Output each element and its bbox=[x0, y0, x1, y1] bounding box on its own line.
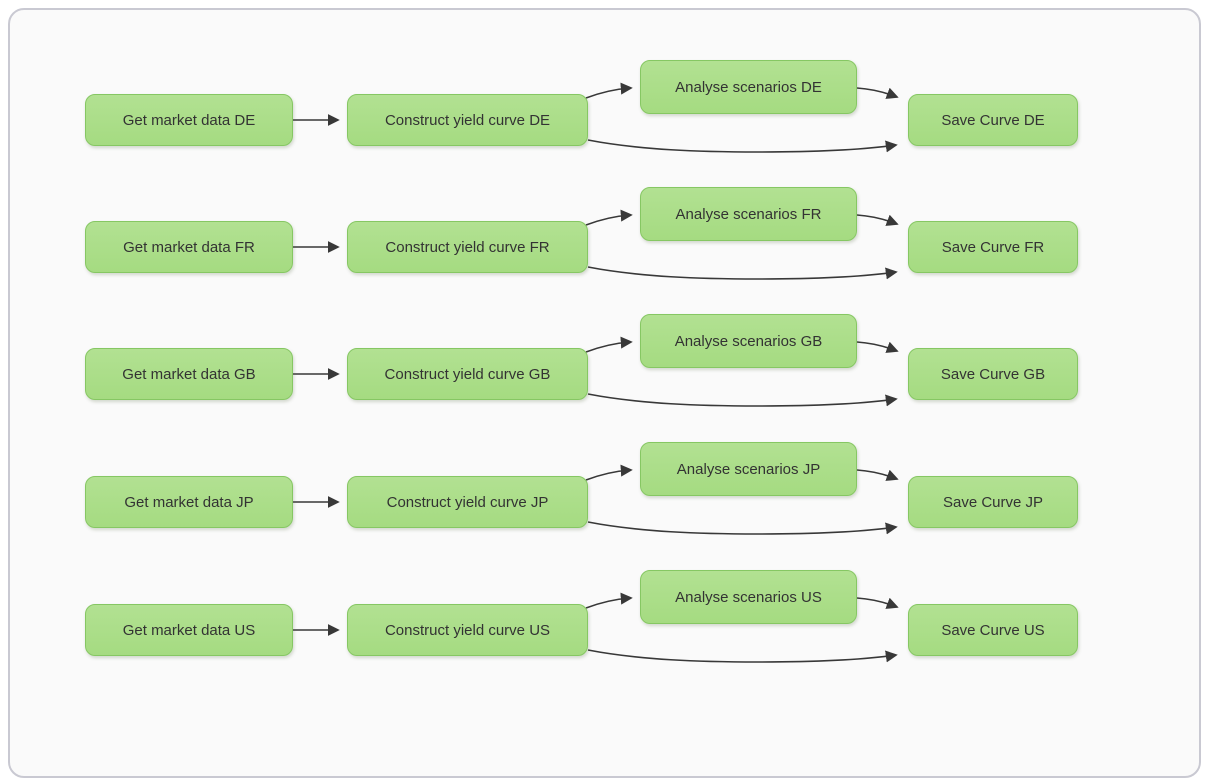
node-construct-GB: Construct yield curve GB bbox=[347, 348, 588, 400]
node-label: Analyse scenarios GB bbox=[674, 332, 823, 350]
node-save-JP: Save Curve JP bbox=[908, 476, 1078, 528]
node-analyse-FR: Analyse scenarios FR bbox=[640, 187, 857, 241]
node-label: Construct yield curve US bbox=[384, 621, 551, 639]
node-get-JP: Get market data JP bbox=[85, 476, 293, 528]
node-save-GB: Save Curve GB bbox=[908, 348, 1078, 400]
node-construct-JP: Construct yield curve JP bbox=[347, 476, 588, 528]
node-analyse-DE: Analyse scenarios DE bbox=[640, 60, 857, 114]
node-construct-US: Construct yield curve US bbox=[347, 604, 588, 656]
node-save-US: Save Curve US bbox=[908, 604, 1078, 656]
node-get-FR: Get market data FR bbox=[85, 221, 293, 273]
node-save-FR: Save Curve FR bbox=[908, 221, 1078, 273]
node-analyse-JP: Analyse scenarios JP bbox=[640, 442, 857, 496]
node-get-GB: Get market data GB bbox=[85, 348, 293, 400]
node-get-DE: Get market data DE bbox=[85, 94, 293, 146]
node-label: Construct yield curve DE bbox=[384, 111, 551, 129]
node-construct-FR: Construct yield curve FR bbox=[347, 221, 588, 273]
node-label: Construct yield curve JP bbox=[386, 493, 549, 511]
node-label: Save Curve DE bbox=[941, 111, 1045, 129]
node-label: Get market data US bbox=[122, 621, 256, 639]
node-label: Save Curve US bbox=[941, 621, 1045, 639]
node-save-DE: Save Curve DE bbox=[908, 94, 1078, 146]
node-analyse-US: Analyse scenarios US bbox=[640, 570, 857, 624]
node-label: Save Curve GB bbox=[940, 365, 1046, 383]
node-label: Analyse scenarios DE bbox=[675, 78, 822, 96]
node-label: Analyse scenarios US bbox=[675, 588, 822, 606]
node-label: Construct yield curve GB bbox=[384, 365, 551, 383]
node-label: Analyse scenarios FR bbox=[675, 205, 822, 223]
node-label: Analyse scenarios JP bbox=[676, 460, 821, 478]
node-construct-DE: Construct yield curve DE bbox=[347, 94, 588, 146]
node-label: Get market data JP bbox=[124, 493, 254, 511]
node-label: Get market data FR bbox=[123, 238, 255, 256]
node-label: Save Curve FR bbox=[941, 238, 1045, 256]
node-get-US: Get market data US bbox=[85, 604, 293, 656]
node-label: Save Curve JP bbox=[942, 493, 1044, 511]
flowchart-canvas: Get market data DE Construct yield curve … bbox=[85, 60, 1078, 656]
node-label: Get market data GB bbox=[122, 365, 256, 383]
node-analyse-GB: Analyse scenarios GB bbox=[640, 314, 857, 368]
node-label: Construct yield curve FR bbox=[385, 238, 550, 256]
node-label: Get market data DE bbox=[122, 111, 256, 129]
